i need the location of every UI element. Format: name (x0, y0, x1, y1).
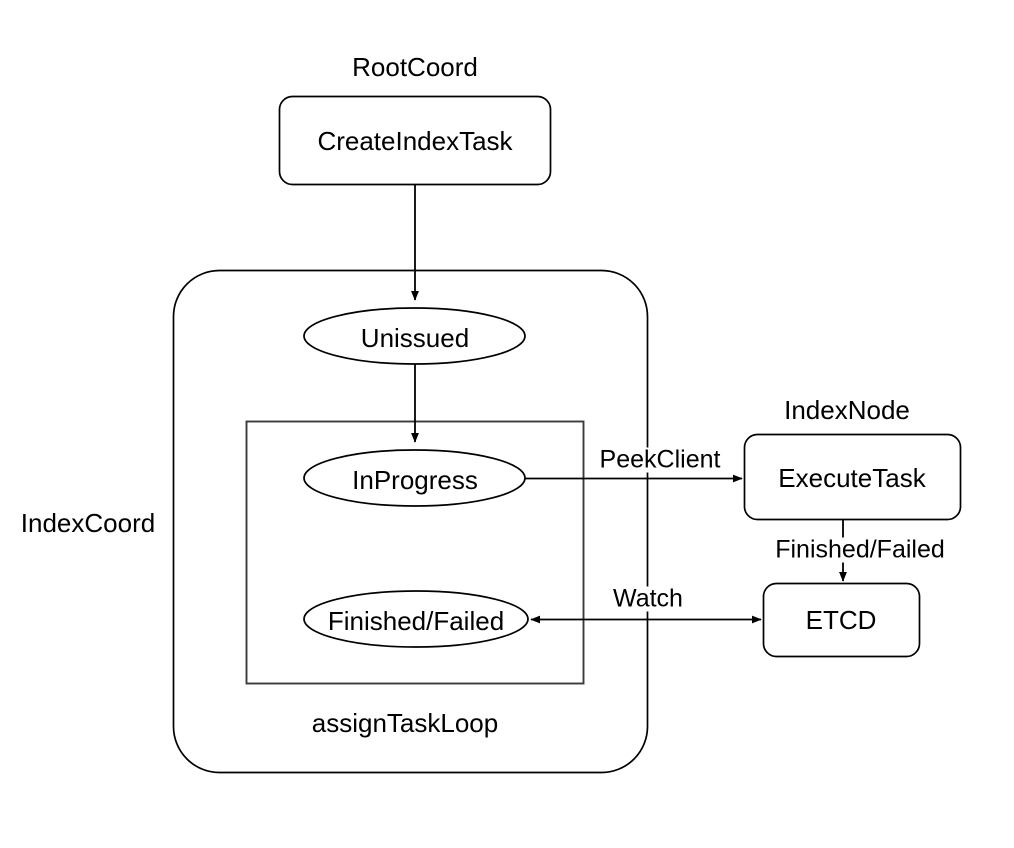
execute-task-box[interactable] (743, 433, 962, 521)
etcd-box[interactable] (762, 582, 921, 658)
finished-failed-state-label: Finished/Failed (327, 606, 505, 636)
root-coord-label: RootCoord (352, 52, 478, 82)
unissued-label: Unissued (360, 323, 470, 353)
peek-client-edge-label: PeekClient (597, 445, 723, 474)
watch-edge-label: Watch (611, 584, 685, 613)
in-progress-label: InProgress (352, 465, 478, 495)
index-coord-label: IndexCoord (20, 508, 156, 538)
execute-task-label: ExecuteTask (778, 463, 926, 493)
finished-failed-edge-label: Finished/Failed (773, 535, 947, 564)
etcd-label: ETCD (805, 605, 877, 635)
index-node-label: IndexNode (784, 395, 910, 425)
index-coord-container (172, 269, 649, 774)
finished-failed-state-ellipse[interactable] (303, 590, 529, 648)
assign-task-loop-label: assignTaskLoop (311, 708, 499, 738)
create-index-task-label: CreateIndexTask (317, 126, 513, 156)
create-index-task-box[interactable] (278, 95, 552, 186)
